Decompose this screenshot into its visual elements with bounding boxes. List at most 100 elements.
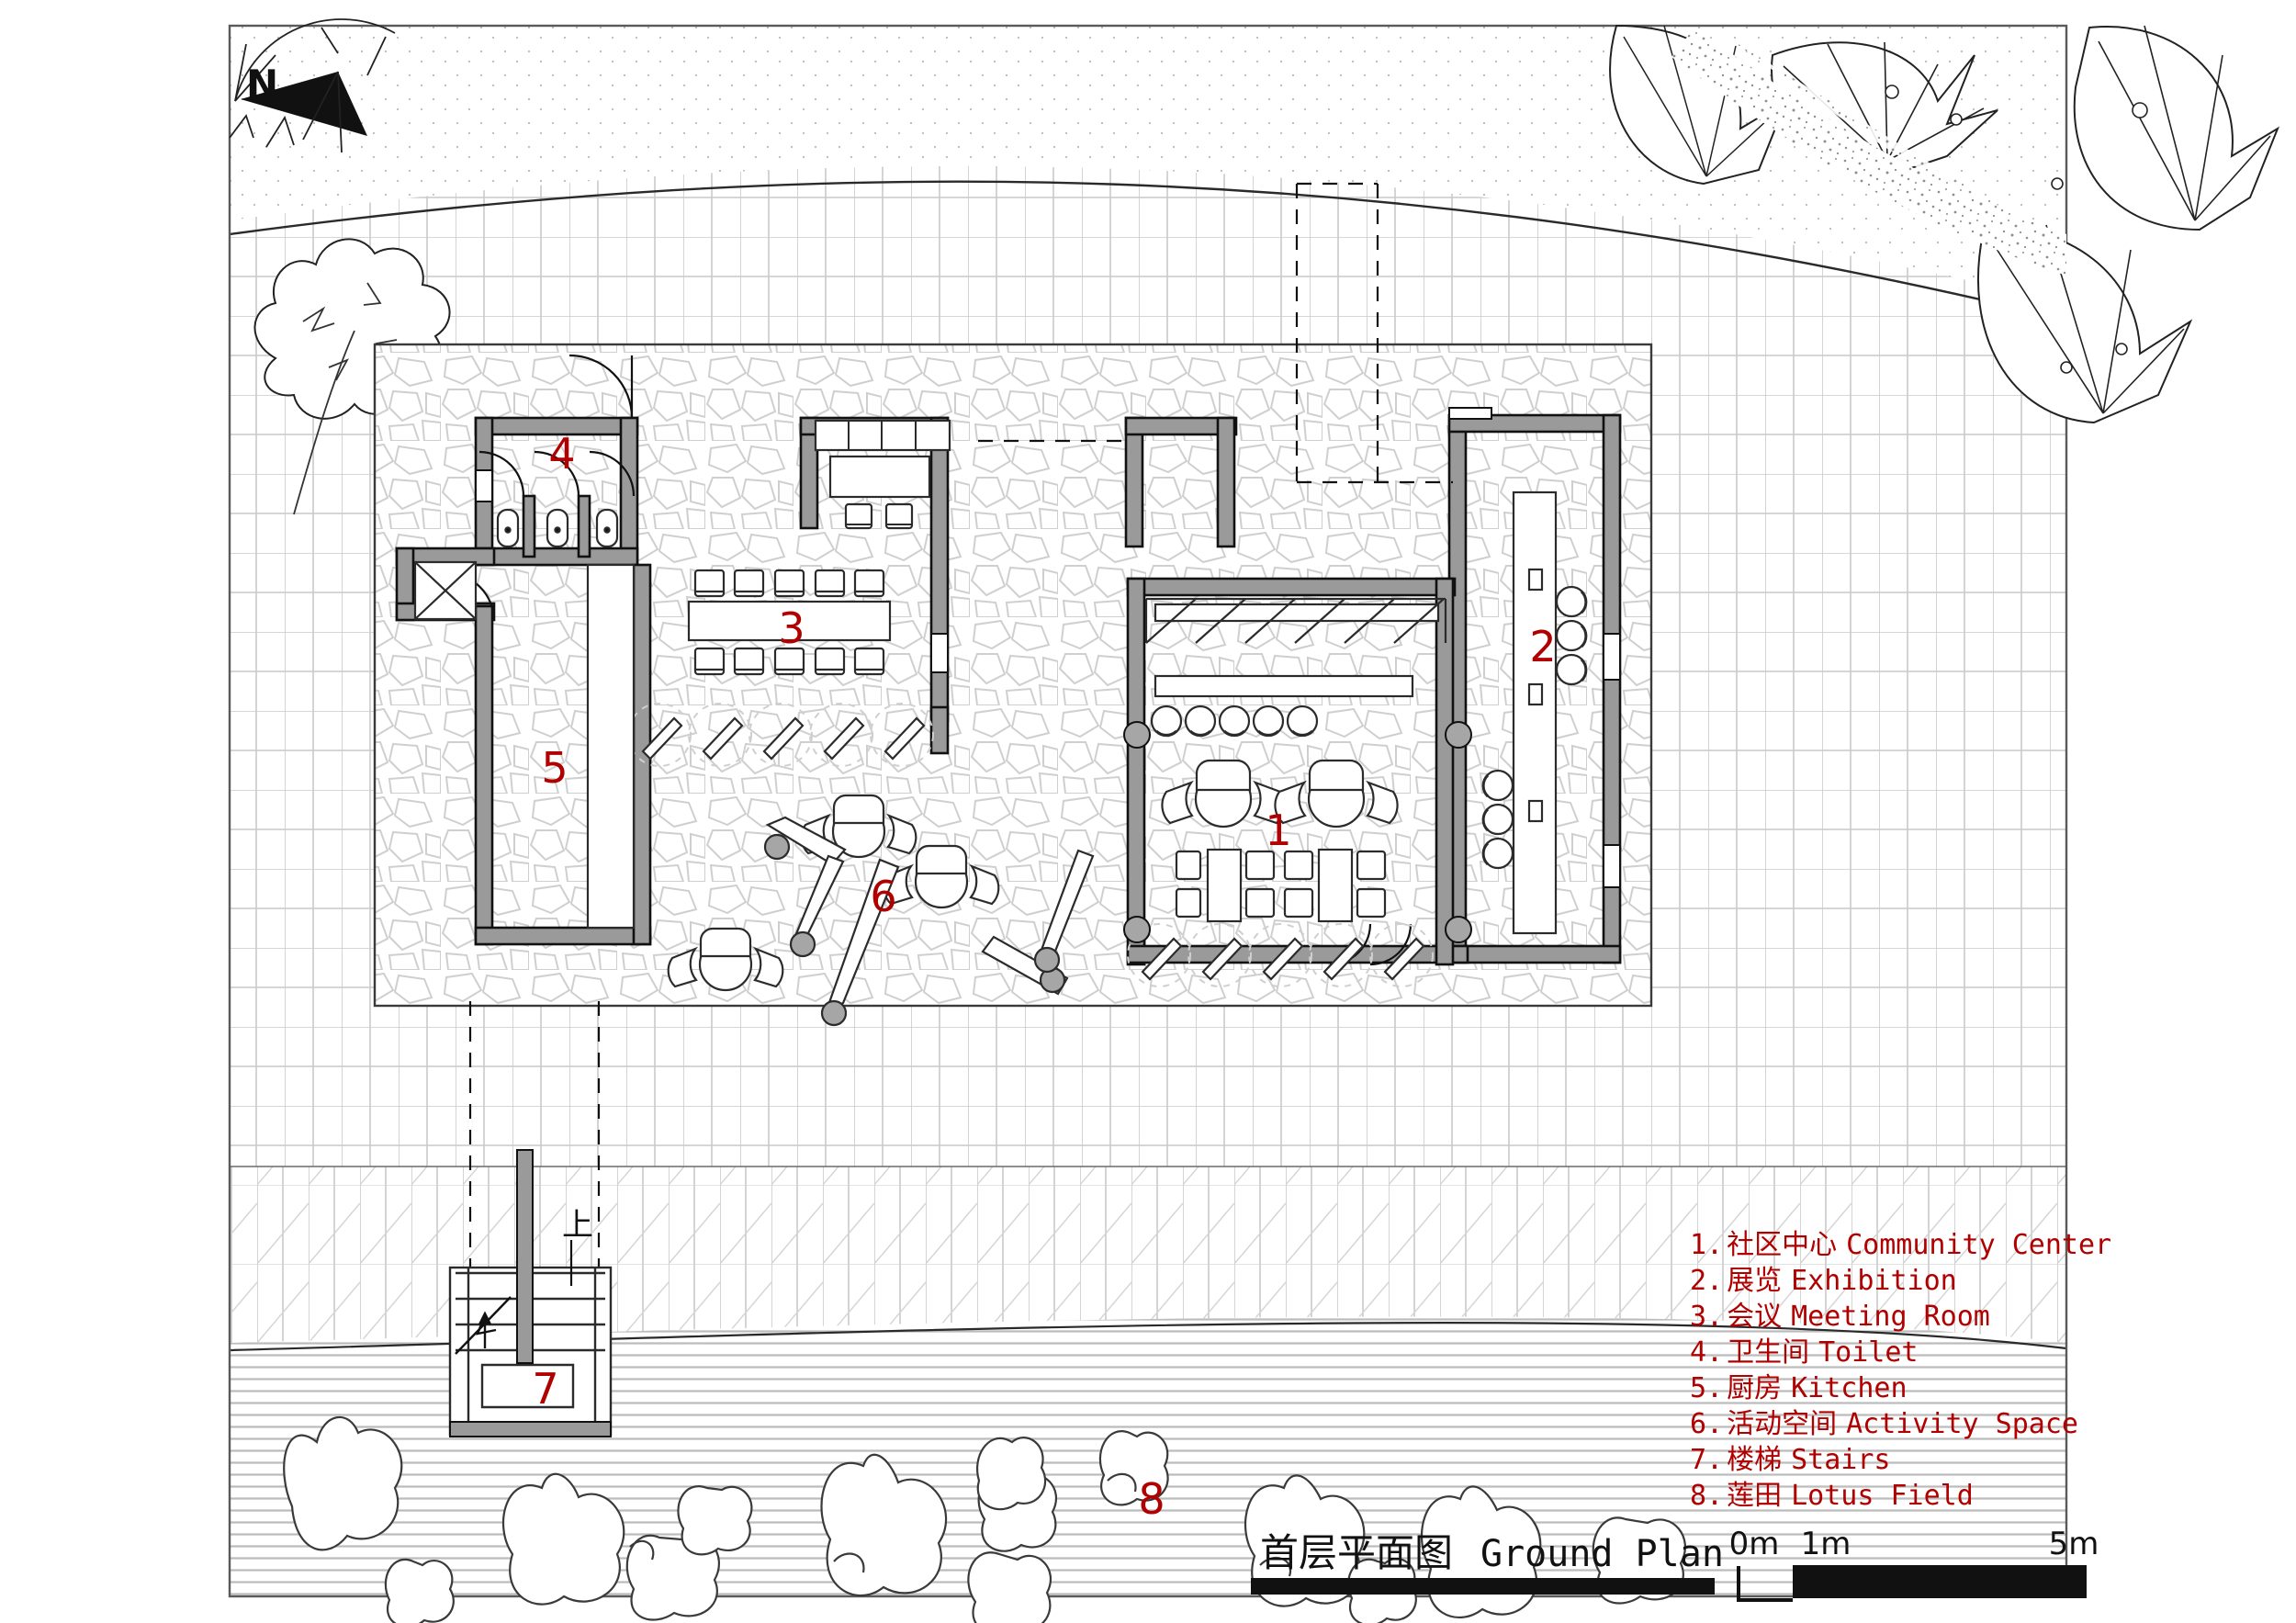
- room-marker-7: 7: [532, 1364, 558, 1414]
- legend-num-6: 6.: [1690, 1408, 1723, 1440]
- legend-item-2: 2.展览 Exhibition: [1690, 1265, 1957, 1297]
- exhibition-stools-left: [1481, 769, 1514, 870]
- north-arrow-head: [241, 72, 367, 136]
- meeting-side-chairs: [844, 502, 914, 530]
- meeting-chairs-top: [693, 569, 885, 598]
- legend-num-4: 4.: [1690, 1336, 1723, 1369]
- legend-en-3: Meeting Room: [1791, 1301, 1990, 1333]
- legend-en-1: Community Center: [1846, 1229, 2111, 1261]
- meeting-chairs-bottom: [693, 647, 885, 676]
- legend-item-1: 1.社区中心 Community Center: [1690, 1229, 2111, 1261]
- legend-en-4: Toilet: [1818, 1336, 1918, 1369]
- legend-cn-3: 会议: [1727, 1301, 1782, 1333]
- legend-cn-8: 莲田: [1727, 1480, 1782, 1512]
- legend-en-5: Kitchen: [1791, 1372, 1907, 1404]
- title-underline: [1251, 1578, 1715, 1595]
- stairs: 上: [448, 1149, 613, 1437]
- stair-up-arrow: [455, 1296, 512, 1355]
- room-marker-1: 1: [1265, 806, 1291, 855]
- service-counter: [1154, 674, 1414, 698]
- legend-cn-2: 展览: [1727, 1265, 1782, 1297]
- legend-num-5: 5.: [1690, 1372, 1723, 1404]
- community-center-furniture: [1144, 597, 1447, 923]
- room-marker-6: 6: [870, 872, 896, 921]
- legend-item-4: 4.卫生间 Toilet: [1690, 1336, 1919, 1369]
- legend-en-2: Exhibition: [1791, 1265, 1957, 1297]
- legend-en-6: Activity Space: [1846, 1408, 2078, 1440]
- rect-table-group-a: [1175, 848, 1276, 923]
- toilet-fixtures: [496, 508, 619, 548]
- exhibition-furniture: [1481, 490, 1588, 935]
- exhibit-block: [1527, 682, 1544, 706]
- planter-row-community: [1127, 923, 1434, 987]
- hatch-field: [230, 1167, 2066, 1350]
- side-table: [828, 455, 931, 499]
- door-swings: [445, 354, 1412, 966]
- window-openings: [475, 407, 1621, 888]
- scale-label-0: 0m: [1729, 1526, 1780, 1562]
- room-marker-5: 5: [541, 743, 568, 793]
- legend-cn-1: 社区中心: [1727, 1229, 1837, 1261]
- title-block: 首层平面图 Ground Plan: [1251, 1530, 1724, 1595]
- scale-bar: 0m 1m 5m: [1729, 1526, 2099, 1602]
- exhibit-block: [1527, 799, 1544, 823]
- exhibition-plinth: [1512, 490, 1558, 935]
- activity-table-c: [667, 927, 784, 992]
- legend-num-7: 7.: [1690, 1444, 1723, 1476]
- legend-item-5: 5.厨房 Kitchen: [1690, 1372, 1908, 1404]
- north-label: N: [246, 62, 278, 107]
- kitchen-fixtures: [413, 560, 636, 930]
- lotus-leaves: [283, 1415, 1686, 1623]
- planter-row-meeting: [627, 703, 934, 767]
- legend-cn-6: 活动空间: [1727, 1408, 1837, 1440]
- kitchen-counter: [586, 563, 636, 930]
- scale-bar-fill: [1793, 1565, 2087, 1598]
- legend-item-8: 8.莲田 Lotus Field: [1690, 1480, 1974, 1512]
- ramp-hatch: [1144, 597, 1447, 644]
- conference-table: [687, 600, 892, 642]
- drawing-title-en: Ground Plan: [1480, 1533, 1724, 1575]
- legend-en-8: Lotus Field: [1791, 1480, 1974, 1512]
- counter-stools: [1150, 704, 1319, 738]
- stair-up-label: 上: [562, 1207, 593, 1244]
- overhead-dashed-lines: [468, 182, 1453, 1295]
- legend-num-1: 1.: [1690, 1229, 1723, 1261]
- rect-table-group-b: [1283, 848, 1387, 923]
- exhibition-stools-right: [1555, 585, 1588, 686]
- meeting-room-furniture: [687, 419, 951, 676]
- palm-plants-decoration: [1609, 24, 2280, 424]
- room-number-markers: 1 2 3 4 5 6 7 8: [532, 429, 1556, 1524]
- columns: [1123, 721, 1472, 943]
- scale-label-5: 5m: [2049, 1526, 2099, 1562]
- legend-num-2: 2.: [1690, 1265, 1723, 1297]
- room-marker-4: 4: [548, 429, 575, 479]
- loose-benches: [763, 816, 1095, 1027]
- room-marker-3: 3: [778, 603, 805, 653]
- room-marker-8: 8: [1138, 1474, 1165, 1524]
- wall-bench: [1154, 603, 1440, 623]
- legend-num-8: 8.: [1690, 1480, 1723, 1512]
- exhibit-block: [1527, 568, 1544, 592]
- legend-cn-7: 楼梯: [1727, 1444, 1782, 1476]
- legend-item-3: 3.会议 Meeting Room: [1690, 1301, 1990, 1333]
- legend-num-3: 3.: [1690, 1301, 1723, 1333]
- activity-table-a: [800, 794, 917, 859]
- legend-cn-5: 厨房: [1727, 1372, 1782, 1404]
- legend-cn-4: 卫生间: [1727, 1336, 1809, 1369]
- drawing-title-cn: 首层平面图: [1260, 1530, 1453, 1575]
- legend-item-6: 6.活动空间 Activity Space: [1690, 1408, 2078, 1440]
- round-table-group-b: [1274, 759, 1399, 828]
- scale-label-1: 1m: [1801, 1526, 1851, 1562]
- activity-table-b: [883, 844, 1000, 909]
- walls: [395, 413, 1622, 966]
- activity-space-furniture: [667, 794, 1095, 1027]
